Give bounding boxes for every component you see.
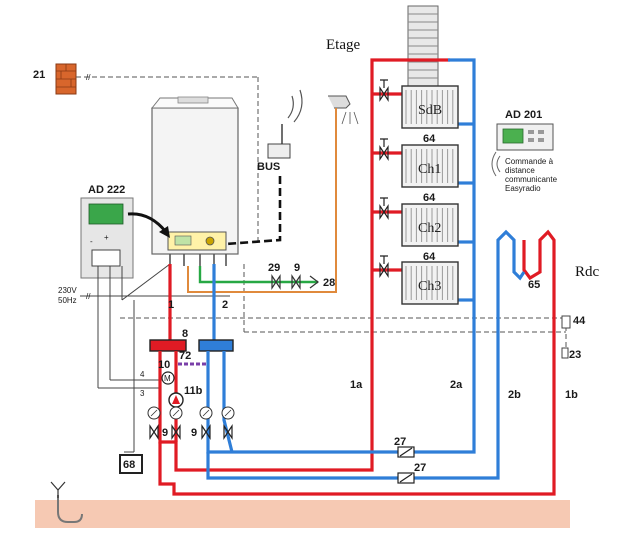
label-9-cold: 9 <box>294 262 300 274</box>
radiator-valve <box>379 197 389 220</box>
boiler-vent <box>177 96 209 104</box>
bus-cable <box>225 176 282 246</box>
radiator-room-label: Ch3 <box>418 279 441 294</box>
ad201-desc-3: communicante <box>505 175 558 184</box>
isolation-valves <box>149 424 233 440</box>
ad222-title: AD 222 <box>88 184 125 196</box>
label-29: 29 <box>268 262 280 274</box>
gauge-needles <box>150 409 232 417</box>
sensor-23 <box>561 347 569 359</box>
ad222-arrowhead <box>159 226 170 238</box>
drain-funnel <box>50 481 66 491</box>
boiler-display <box>174 235 192 246</box>
ad201-buttons <box>528 130 544 142</box>
ad201-desc-4: Easyradio <box>505 184 541 193</box>
radiator-room-label: Ch2 <box>418 221 441 236</box>
radiator-valve <box>379 79 389 102</box>
label-65: 65 <box>528 279 540 291</box>
label-8: 8 <box>182 328 188 340</box>
radiator-3: Ch2 64 <box>372 197 474 263</box>
collector-flow <box>149 339 187 352</box>
label-10: 10 <box>158 359 170 371</box>
label-3: 3 <box>140 389 145 398</box>
radiator-valve <box>379 255 389 278</box>
label-1b: 1b <box>565 389 578 401</box>
label-21: 21 <box>33 69 45 81</box>
radiator-valve <box>379 138 389 161</box>
bus-label: BUS <box>257 161 280 173</box>
power-line-mark: // <box>86 292 91 301</box>
ad201-screen <box>502 128 524 144</box>
floor-label-etage: Etage <box>326 37 360 53</box>
radio-waves-1 <box>287 95 294 119</box>
water-spray <box>341 111 359 125</box>
check-valve-lower <box>397 472 415 484</box>
label-2b: 2b <box>508 389 521 401</box>
ad201-title: AD 201 <box>505 109 542 121</box>
ad222-minus: - <box>90 237 93 246</box>
radiator-room-label: Ch1 <box>418 162 441 177</box>
collector-return <box>198 339 234 352</box>
label-230v: 230V <box>58 286 77 295</box>
label-9-left: 9 <box>162 427 168 439</box>
ad222-arrow <box>127 212 168 233</box>
motor-letter: M <box>164 374 171 383</box>
label-1a: 1a <box>350 379 363 391</box>
boiler-connections <box>169 254 227 266</box>
ad222-board <box>88 203 124 225</box>
floor-slab <box>35 500 570 528</box>
sensor-44 <box>561 315 571 329</box>
flue-ribs <box>408 13 438 79</box>
drain-trap <box>57 495 83 523</box>
label-28: 28 <box>323 277 335 289</box>
label-50hz: 50Hz <box>58 296 77 305</box>
radiator-number-label: 64 <box>423 192 436 204</box>
label-27-lower: 27 <box>414 462 426 474</box>
wire-ad222-boiler <box>121 263 171 301</box>
valve-29 <box>271 274 281 290</box>
ad222-terminal <box>91 249 121 267</box>
radio-waves-2 <box>293 89 303 123</box>
circuit-ground-flow <box>158 229 556 496</box>
label-2: 2 <box>222 299 228 311</box>
check-valve-upper <box>397 446 415 458</box>
label-68: 68 <box>123 459 135 471</box>
circuit-ground-return <box>206 229 526 480</box>
label-9-right: 9 <box>191 427 197 439</box>
radiator-number-label: 64 <box>423 133 436 145</box>
ad201-desc-1: Commande à <box>505 157 554 166</box>
ad201-waves <box>491 151 501 177</box>
ad222-plus: + <box>104 233 109 242</box>
label-44: 44 <box>573 315 586 327</box>
radiator-room-label: SdB <box>418 103 442 118</box>
dhw-pipe <box>187 108 337 293</box>
bus-box <box>267 143 291 159</box>
cold-water-pipe <box>198 266 318 284</box>
label-11b: 11b <box>184 385 203 397</box>
valve-9-cold <box>291 274 301 290</box>
box-68 <box>119 454 143 474</box>
radiator-number-label: 64 <box>423 251 436 263</box>
brick-lines <box>56 64 76 88</box>
radiator-1: SdB 64 <box>372 79 474 145</box>
label-72: 72 <box>179 350 191 362</box>
dhw-tap <box>328 95 351 109</box>
pump-arrow <box>172 395 180 404</box>
label-23: 23 <box>569 349 581 361</box>
floor-label-rdc: Rdc <box>575 264 600 280</box>
sensor-wire-mark: // <box>86 73 91 82</box>
label-1: 1 <box>168 299 174 311</box>
motor-valve-10 <box>161 371 175 385</box>
label-27-upper: 27 <box>394 436 406 448</box>
ad201-desc-2: distance <box>505 166 535 175</box>
label-4: 4 <box>140 370 145 379</box>
boiler-knob <box>205 236 215 246</box>
radiator-2: Ch1 64 <box>372 138 474 204</box>
valve-28 <box>309 275 319 289</box>
label-2a: 2a <box>450 379 463 391</box>
radiator-4: Ch3 <box>372 255 474 305</box>
